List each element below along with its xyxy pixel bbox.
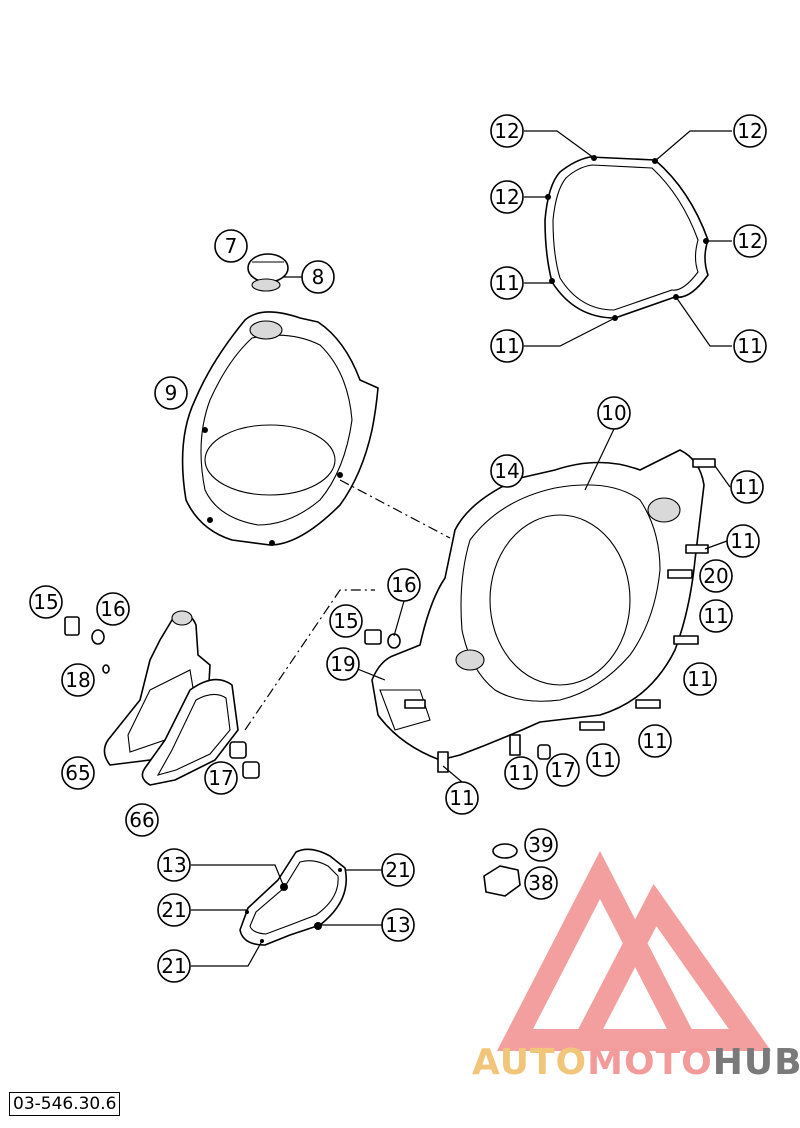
callout-label: 11: [730, 529, 755, 553]
callout-label: 15: [33, 590, 58, 614]
callout-label: 11: [687, 667, 712, 691]
callout-label: 15: [333, 609, 358, 633]
callout-label: 11: [494, 271, 519, 295]
callout-38: 38: [524, 866, 558, 900]
callout-12-c: 12: [490, 180, 524, 214]
callout-21-c: 21: [381, 853, 415, 887]
callout-label: 11: [734, 475, 759, 499]
callout-11-c: 11: [733, 329, 767, 363]
callout-18: 18: [61, 663, 95, 697]
leader-lines: [191, 130, 732, 967]
small-bolts-left: [64, 616, 260, 779]
callout-label: 12: [737, 119, 762, 143]
callout-label: 19: [330, 652, 355, 676]
callout-65: 65: [61, 756, 95, 790]
callout-12-b: 12: [733, 114, 767, 148]
callout-label: 12: [737, 229, 762, 253]
callout-label: 18: [65, 668, 90, 692]
callout-21-a: 21: [157, 893, 191, 927]
watermark-part-1: AUTO: [472, 1042, 588, 1083]
callout-19: 19: [326, 647, 360, 681]
callout-11-j: 11: [638, 724, 672, 758]
callout-label: 66: [129, 808, 154, 832]
callout-label: 12: [494, 119, 519, 143]
callout-11-b: 11: [490, 329, 524, 363]
bolts-right: [364, 458, 716, 773]
callout-label: 21: [161, 898, 186, 922]
callout-label: 21: [385, 858, 410, 882]
callout-16-b: 16: [387, 568, 421, 602]
callout-label: 17: [550, 758, 575, 782]
callout-label: 21: [161, 954, 186, 978]
water-pump-gasket: [141, 678, 239, 786]
callout-11-e: 11: [726, 524, 760, 558]
callout-label: 65: [65, 761, 90, 785]
oil-filler-cap: [247, 253, 289, 292]
callout-label: 11: [508, 761, 533, 785]
inner-clutch-cover: [371, 449, 705, 761]
drain-plug: [483, 843, 521, 897]
callout-13-b: 13: [381, 908, 415, 942]
callout-label: 8: [312, 265, 325, 289]
outer-clutch-cover: [181, 311, 379, 546]
callout-label: 11: [449, 786, 474, 810]
callout-8: 8: [301, 260, 335, 294]
callout-label: 17: [208, 766, 233, 790]
watermark-part-3: HUB: [712, 1042, 800, 1083]
callout-label: 39: [528, 833, 553, 857]
callout-label: 14: [494, 459, 519, 483]
callout-12-a: 12: [490, 114, 524, 148]
callout-label: 13: [161, 853, 186, 877]
callout-15-b: 15: [329, 604, 363, 638]
callout-label: 9: [165, 381, 178, 405]
callout-label: 38: [528, 871, 553, 895]
clutch-cover-gasket: [544, 155, 709, 321]
callout-17-a: 17: [204, 761, 238, 795]
assembly-lines: [244, 479, 451, 731]
callout-20: 20: [699, 559, 733, 593]
reference-code: 03-546.30.6: [9, 1092, 121, 1116]
callout-12-d: 12: [733, 224, 767, 258]
watermark-text: AUTOMOTOHUB: [472, 1042, 800, 1083]
callout-11-h: 11: [504, 756, 538, 790]
callout-15-a: 15: [29, 585, 63, 619]
callout-label: 7: [225, 234, 238, 258]
callout-11-k: 11: [445, 781, 479, 815]
callout-11-i: 11: [586, 743, 620, 777]
watermark-logo: [496, 850, 772, 1051]
callout-label: 10: [601, 401, 626, 425]
callout-label: 13: [385, 913, 410, 937]
callout-label: 20: [703, 564, 728, 588]
callout-label: 11: [642, 729, 667, 753]
callout-label: 11: [737, 334, 762, 358]
callout-label: 16: [100, 597, 125, 621]
callout-label: 11: [494, 334, 519, 358]
callout-label: 11: [703, 604, 728, 628]
callout-14: 14: [490, 454, 524, 488]
callout-label: 11: [590, 748, 615, 772]
callout-9: 9: [154, 376, 188, 410]
callout-11-d: 11: [730, 470, 764, 504]
callout-11-a: 11: [490, 266, 524, 300]
pump-cover-gasket: [239, 848, 347, 946]
callout-16-a: 16: [96, 592, 130, 626]
watermark-part-2: MOTO: [587, 1042, 713, 1083]
callout-66: 66: [125, 803, 159, 837]
callout-11-f: 11: [699, 599, 733, 633]
callout-label: 12: [494, 185, 519, 209]
callout-13-a: 13: [157, 848, 191, 882]
callout-label: 16: [391, 573, 416, 597]
callout-39: 39: [524, 828, 558, 862]
callout-17-b: 17: [546, 753, 580, 787]
callout-7: 7: [214, 229, 248, 263]
callout-11-g: 11: [683, 662, 717, 696]
callout-21-b: 21: [157, 949, 191, 983]
callout-10: 10: [597, 396, 631, 430]
